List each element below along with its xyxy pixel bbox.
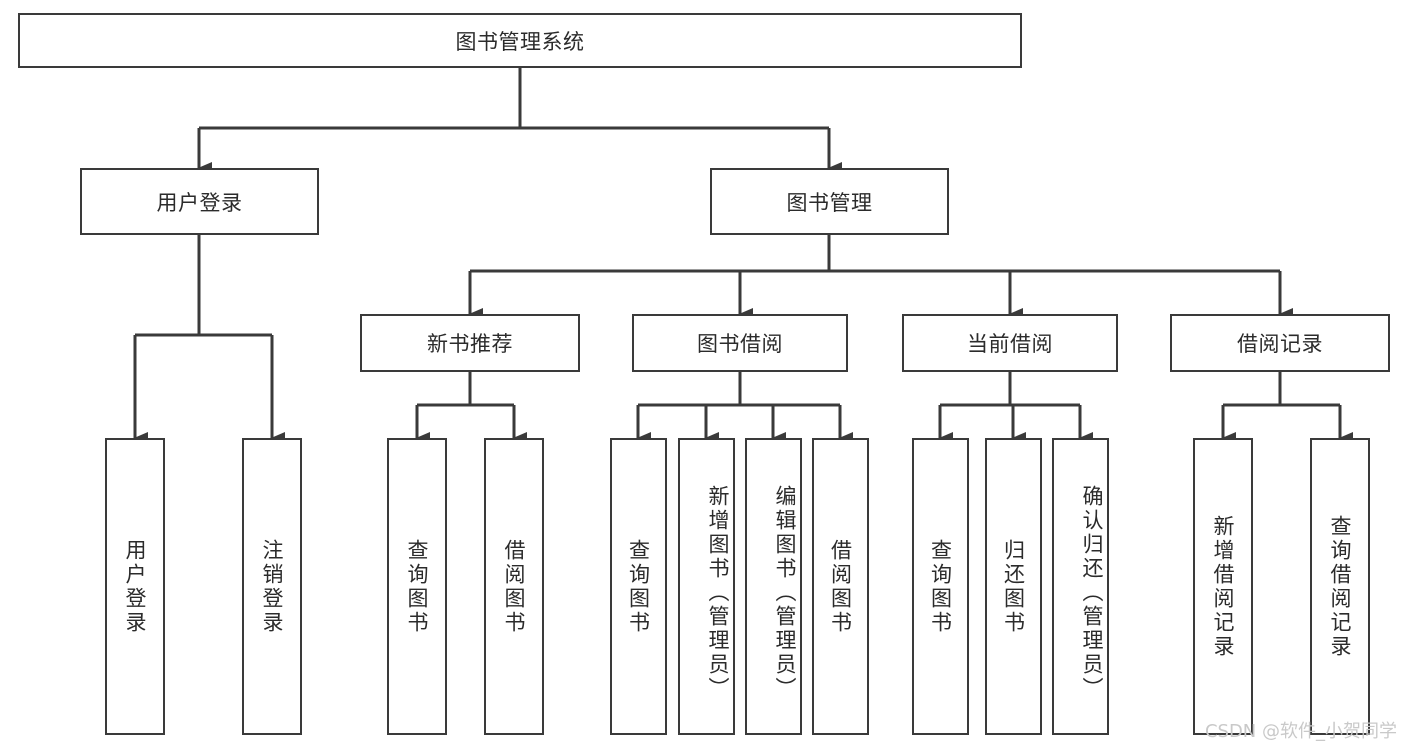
node-leaf-11[interactable]: 新增借阅记录: [1193, 438, 1253, 735]
node-label: 当前借阅: [967, 332, 1053, 356]
node-leaf-0[interactable]: 用户登录: [105, 438, 165, 735]
node-label: 图书管理: [786, 190, 873, 215]
node-leaf-10[interactable]: 确认归还（管理员）: [1052, 438, 1109, 735]
node-level1-1[interactable]: 图书管理: [710, 168, 949, 235]
node-leaf-1[interactable]: 注销登录: [242, 438, 302, 735]
node-label: 查询图书: [626, 538, 651, 635]
node-label: 查询图书: [405, 538, 429, 635]
node-level2-1[interactable]: 图书借阅: [632, 314, 848, 372]
node-label: 借阅图书: [502, 538, 526, 635]
node-label: 新书推荐: [427, 332, 513, 356]
node-leaf-7[interactable]: 借阅图书: [812, 438, 869, 735]
node-label: 用户登录: [156, 190, 243, 215]
node-label: 图书借阅: [697, 332, 783, 356]
node-label: 用户登录: [123, 538, 147, 635]
node-label: 新增图书（管理员）: [706, 484, 730, 701]
node-label: 编辑图书（管理员）: [773, 484, 797, 701]
node-leaf-8[interactable]: 查询图书: [912, 438, 969, 735]
node-level2-0[interactable]: 新书推荐: [360, 314, 580, 372]
node-label: 注销登录: [260, 538, 284, 635]
node-label: 新增借阅记录: [1211, 514, 1235, 659]
node-leaf-5[interactable]: 新增图书（管理员）: [678, 438, 735, 735]
node-leaf-6[interactable]: 编辑图书（管理员）: [745, 438, 802, 735]
node-leaf-9[interactable]: 归还图书: [985, 438, 1042, 735]
node-root[interactable]: 图书管理系统: [18, 13, 1022, 68]
node-level1-0[interactable]: 用户登录: [80, 168, 319, 235]
node-label: 归还图书: [1001, 538, 1026, 635]
node-label: 查询借阅记录: [1328, 514, 1352, 659]
node-label: 查询图书: [928, 538, 953, 635]
node-leaf-2[interactable]: 查询图书: [387, 438, 447, 735]
node-label: 借阅图书: [828, 538, 853, 635]
node-leaf-3[interactable]: 借阅图书: [484, 438, 544, 735]
node-label: 图书管理系统: [455, 29, 585, 54]
node-label: 借阅记录: [1237, 332, 1323, 356]
node-leaf-12[interactable]: 查询借阅记录: [1310, 438, 1370, 735]
node-label: 确认归还（管理员）: [1080, 484, 1104, 701]
node-level2-3[interactable]: 借阅记录: [1170, 314, 1390, 372]
node-leaf-4[interactable]: 查询图书: [610, 438, 667, 735]
node-level2-2[interactable]: 当前借阅: [902, 314, 1118, 372]
